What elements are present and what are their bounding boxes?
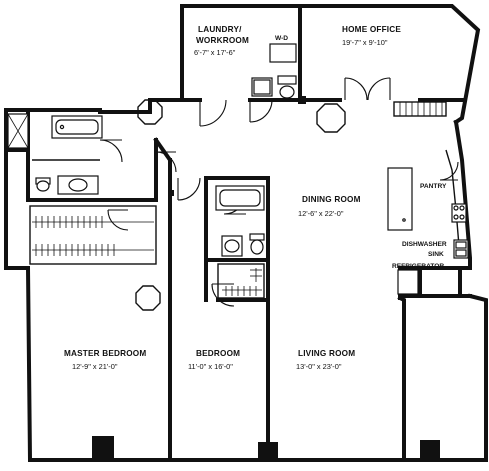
dining-room-dims: 12'-6" x 22'-0" [298,209,344,218]
doors [99,77,459,307]
washer-dryer-box [269,43,297,63]
dining-room-label: DINING ROOM [302,195,361,204]
walls [4,4,488,462]
sink-label: SINK [428,251,444,258]
pantry-label: PANTRY [420,183,447,190]
bedroom-label: BEDROOM [196,349,240,358]
laundry-dims: 6'-7" x 17'-6" [194,48,236,57]
master-bedroom-label: MASTER BEDROOM [64,349,146,358]
living-room-dims: 13'-0" x 23'-0" [296,362,342,371]
octagon-columns [135,99,346,311]
bedroom-dims: 11'-0" x 16'-0" [188,362,233,371]
living-room-label: LIVING ROOM [298,349,355,358]
hanger-ticks [35,216,115,256]
fixtures [7,43,469,299]
closet-bedroom [217,263,265,299]
room-labels: LAUNDRY/ WORKROOM 6'-7" x 17'-6" W-D HOM… [64,25,447,371]
laundry-label-2: WORKROOM [196,36,249,45]
home-office-dims: 19'-7" x 9'-10" [342,38,388,47]
closet-master [29,205,157,265]
office-shelf [393,101,447,117]
home-office-label: HOME OFFICE [342,25,401,34]
washer-dryer-label: W-D [275,35,288,42]
refrigerator-label: REFRIGERATOR [392,263,444,270]
toilet-icon-2 [250,239,264,255]
dishwasher-label: DISHWASHER [402,241,447,248]
columns [92,96,440,460]
toilet-icon [36,180,50,192]
master-bedroom-dims: 12'-9" x 21'-0" [72,362,118,371]
refrigerator-icon [397,269,419,295]
kitchen-island [387,167,413,231]
laundry-label-1: LAUNDRY/ [198,25,242,34]
